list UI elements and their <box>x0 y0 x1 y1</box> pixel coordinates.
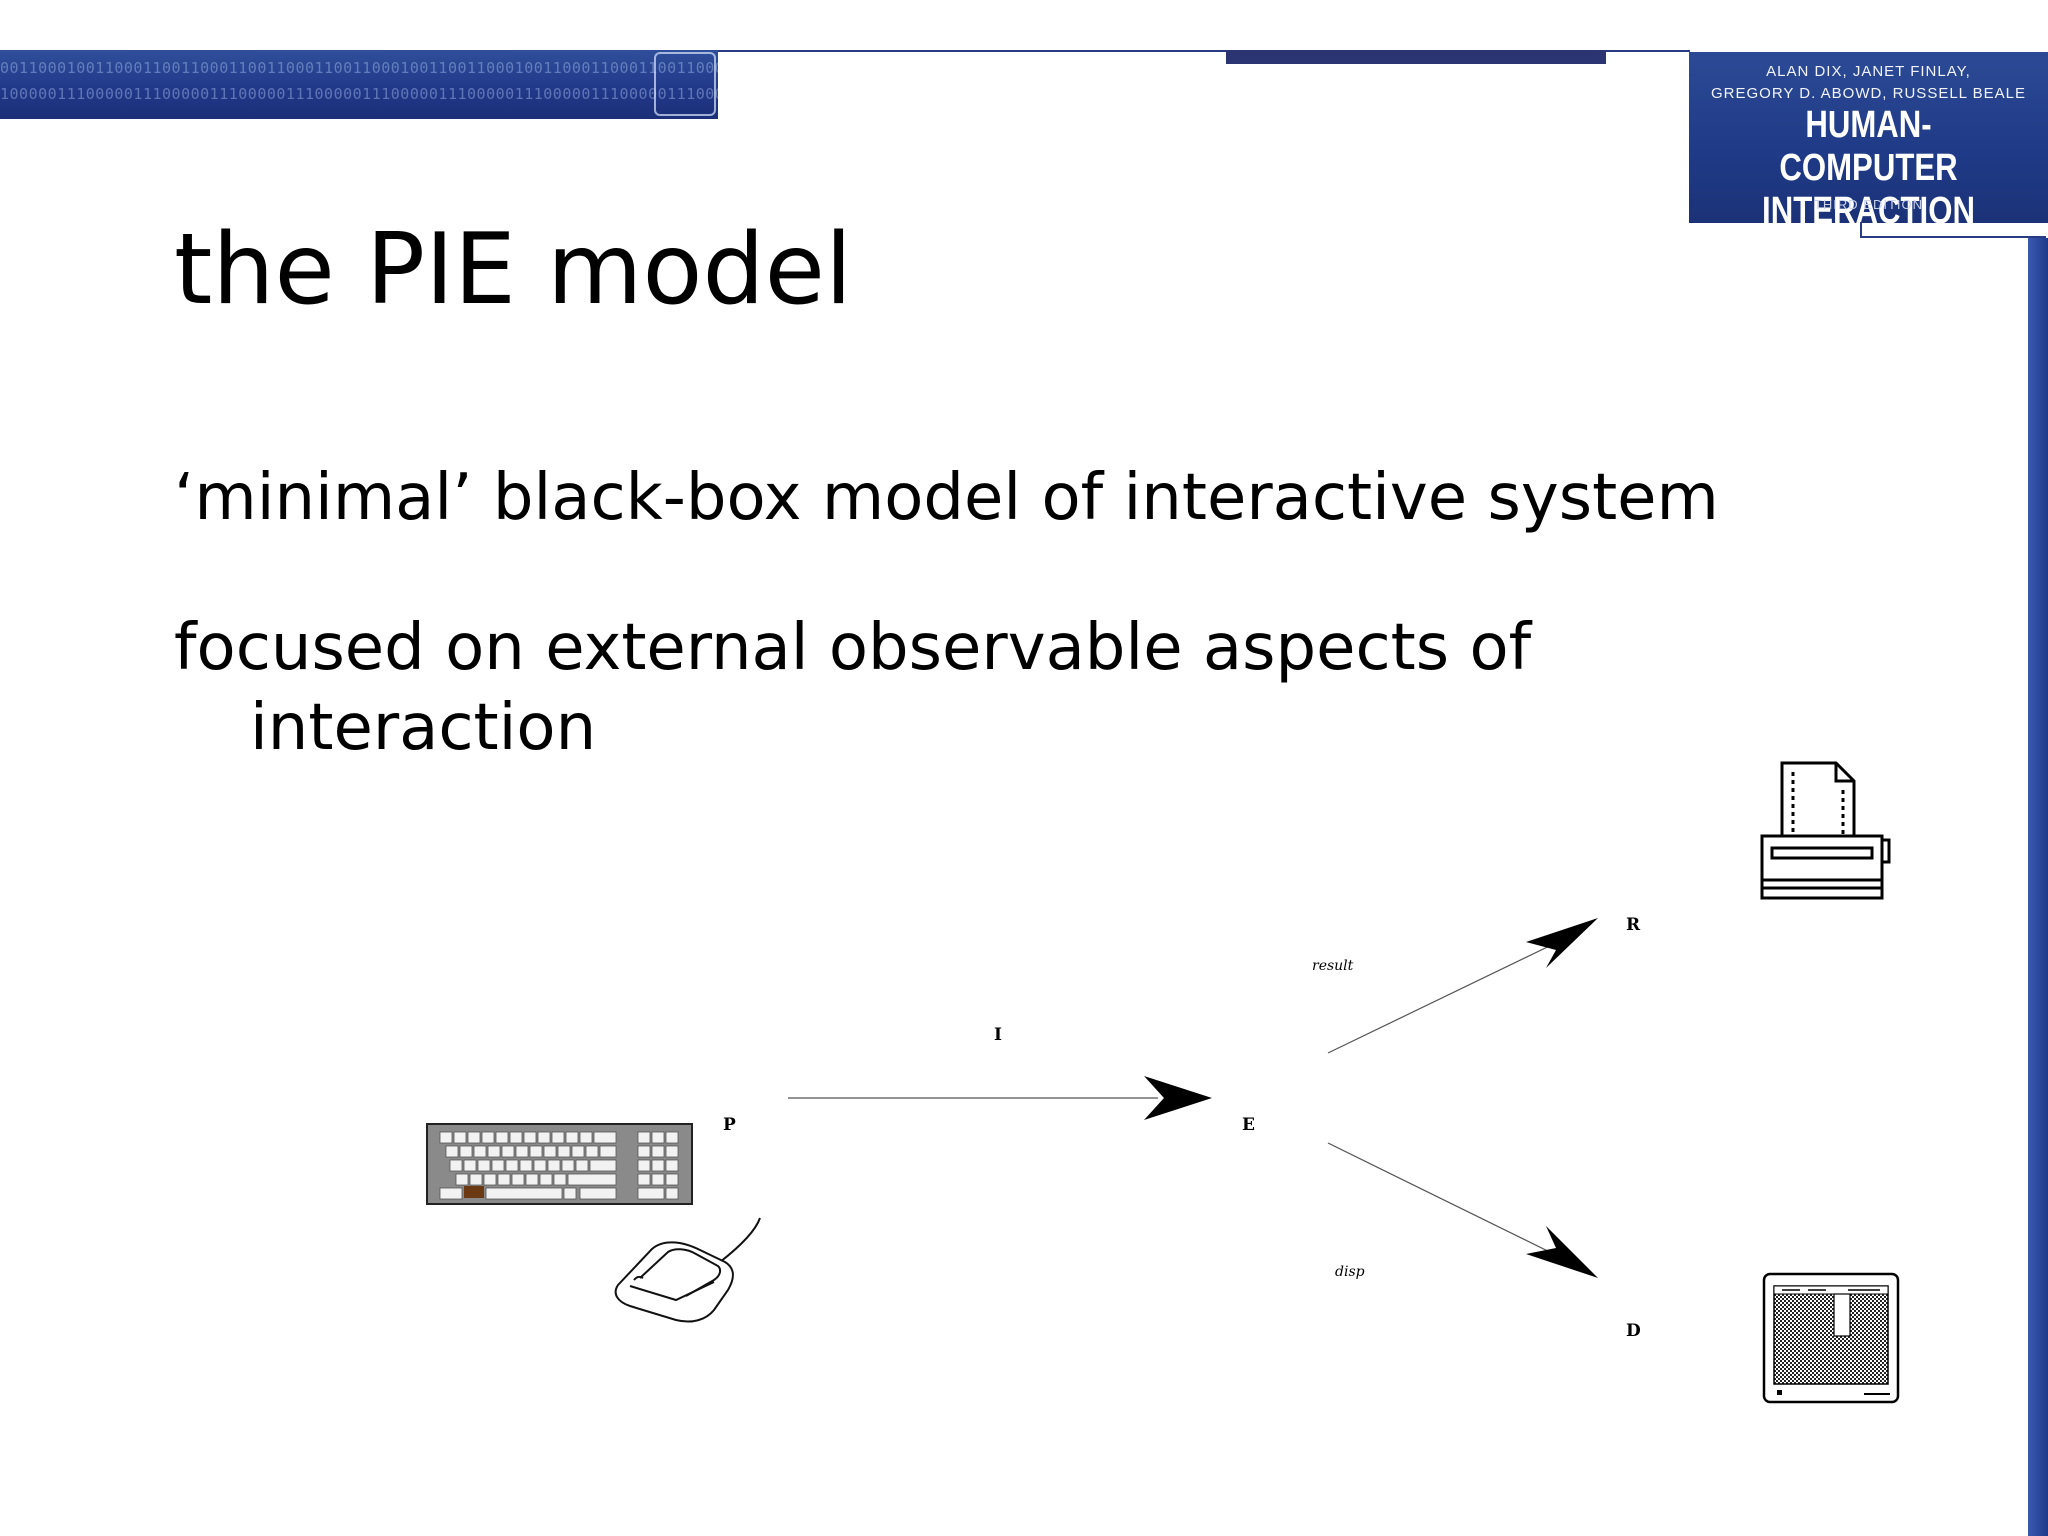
banner-binary-row: 1000001110000011100000111000001110000011… <box>0 85 718 103</box>
bullet-line: focused on external observable aspects o… <box>174 611 1532 685</box>
display-arrow <box>1327 1142 1598 1278</box>
slide-title: the PIE model <box>174 213 853 327</box>
bullet-minimal-model: ‘minimal’ black-box model of interactive… <box>174 461 1719 535</box>
bullet-external-aspects: focused on external observable aspects o… <box>174 608 1734 768</box>
input-arrow <box>788 1076 1212 1120</box>
printer-icon <box>1760 761 1891 900</box>
cover-bracket <box>1860 222 2046 238</box>
book-authors-line: ALAN DIX, JANET FINLAY, <box>1766 63 1971 80</box>
edge-label-result: result <box>1312 958 1354 974</box>
mouse-icon <box>614 1217 761 1323</box>
banner-badge-icon <box>654 52 716 116</box>
monitor-icon <box>1762 1272 1900 1404</box>
header-banner: 0011000100110001100110001100110001100110… <box>0 50 718 119</box>
node-label-e: E <box>1242 1115 1255 1135</box>
keyboard-icon <box>426 1123 693 1205</box>
node-label-r: R <box>1626 915 1641 935</box>
book-title-line: INTERACTION <box>1762 190 1975 232</box>
book-authors: ALAN DIX, JANET FINLAY, GREGORY D. ABOWD… <box>1689 61 2048 105</box>
right-edge-bar <box>2028 238 2048 1536</box>
node-label-p: P <box>723 1115 736 1135</box>
result-arrow <box>1327 918 1598 1054</box>
header-accent-bar <box>1226 50 1606 64</box>
header-rule <box>718 50 1690 52</box>
node-label-d: D <box>1626 1321 1641 1341</box>
book-authors-line: GREGORY D. ABOWD, RUSSELL BEALE <box>1711 85 2026 102</box>
bullet-line: interaction <box>250 691 597 765</box>
book-cover: ALAN DIX, JANET FINLAY, GREGORY D. ABOWD… <box>1689 52 2048 232</box>
book-edition: THIRD EDITION <box>1813 197 1924 212</box>
banner-binary-row: 0011000100110001100110001100110001100110… <box>0 59 718 77</box>
book-title: HUMAN-COMPUTER INTERACTION <box>1721 104 2015 233</box>
edge-label-i: I <box>994 1025 1002 1045</box>
book-title-line: HUMAN-COMPUTER <box>1779 104 1958 189</box>
edge-label-disp: disp <box>1335 1264 1365 1280</box>
